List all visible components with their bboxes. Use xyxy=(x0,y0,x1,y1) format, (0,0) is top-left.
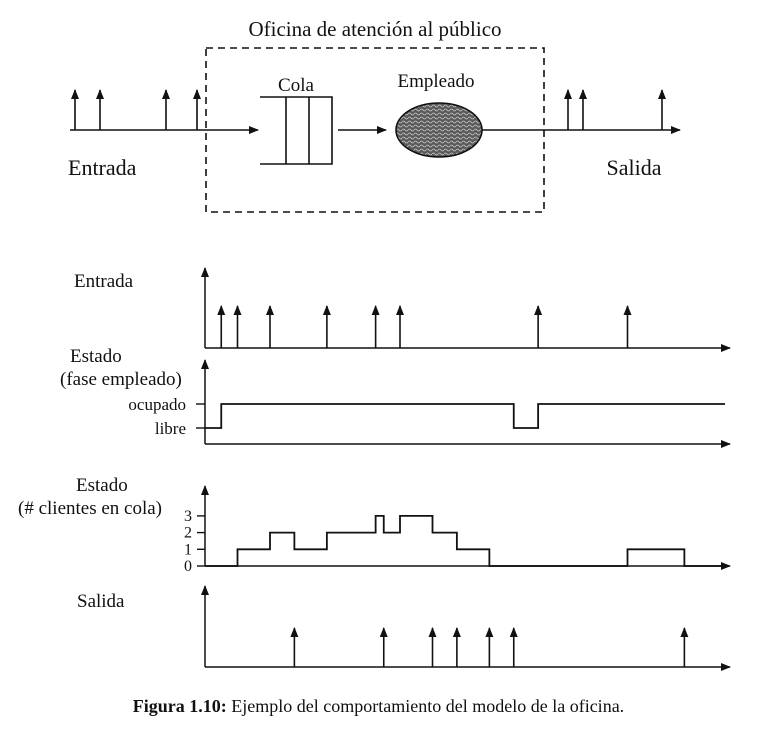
office-title: Oficina de atención al público xyxy=(248,17,501,41)
input-label: Entrada xyxy=(68,155,137,180)
figure-caption-label: Figura 1.10: xyxy=(132,696,227,716)
office-block-diagram: Oficina de atención al público Entrada C… xyxy=(68,17,681,213)
input-arrival-arrows xyxy=(71,89,201,130)
timeline-input-title: Entrada xyxy=(74,271,134,292)
queue-tick-label: 0 xyxy=(184,558,192,575)
employee-label: Empleado xyxy=(397,71,474,92)
figure-caption: Figura 1.10: Ejemplo del comportamiento … xyxy=(0,696,757,717)
queue-label: Cola xyxy=(278,75,314,96)
input-event-arrows xyxy=(217,305,632,348)
employee-state-title-line1: Estado xyxy=(70,346,122,367)
queue-tick-label: 1 xyxy=(184,541,192,558)
output-event-arrows xyxy=(290,627,689,667)
timeline-output: Salida xyxy=(77,585,731,671)
employee-state-title-line2: (fase empleado) xyxy=(60,369,182,390)
timeline-input: Entrada xyxy=(74,267,731,352)
employee-server xyxy=(395,102,483,158)
queue-state-title-line2: (# clientes en cola) xyxy=(18,498,162,519)
queue-box xyxy=(260,96,333,165)
queue-state-step-line xyxy=(205,515,725,567)
output-label: Salida xyxy=(607,155,662,180)
level-label-ocupado: ocupado xyxy=(128,395,186,414)
level-label-libre: libre xyxy=(155,419,186,438)
timeline-output-title: Salida xyxy=(77,591,125,612)
employee-state-step-line xyxy=(205,403,725,429)
queue-state-title-line1: Estado xyxy=(76,475,128,496)
output-departure-arrows xyxy=(564,89,666,130)
queue-tick-label: 2 xyxy=(184,525,192,542)
queue-tick-label: 3 xyxy=(184,508,192,525)
timeline-employee-state: Estado (fase empleado) ocupado libre xyxy=(60,346,731,448)
figure-caption-text: Ejemplo del comportamiento del modelo de… xyxy=(231,696,625,716)
